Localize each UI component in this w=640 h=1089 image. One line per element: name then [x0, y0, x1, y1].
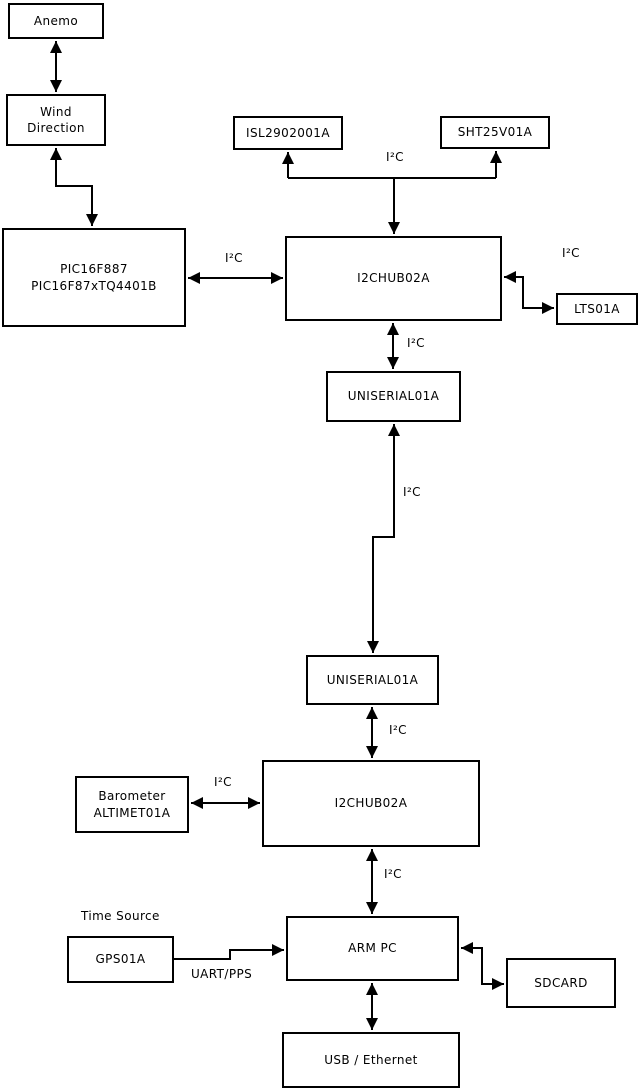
node-uniserial-bottom: UNISERIAL01A: [306, 655, 439, 705]
node-sdcard: SDCARD: [506, 958, 616, 1008]
edge-label-i2c-hub-uniserial: I²C: [407, 336, 425, 350]
node-uniserial-top-label: UNISERIAL01A: [347, 389, 440, 404]
node-barometer-label: Barometer ALTIMET01A: [93, 789, 171, 820]
node-sdcard-label: SDCARD: [534, 975, 588, 990]
node-i2c-hub-bottom: I2CHUB02A: [262, 760, 480, 847]
node-arm-pc-label: ARM PC: [348, 941, 397, 956]
node-i2c-hub-bottom-label: I2CHUB02A: [334, 796, 408, 811]
edge-label-i2c-uniserial-link: I²C: [403, 485, 421, 499]
node-sht25v01a: SHT25V01A: [440, 116, 550, 149]
node-gps01a-label: GPS01A: [95, 952, 146, 967]
node-sht25v01a-label: SHT25V01A: [457, 125, 533, 140]
edge-uniserial-top-uniserial-bottom: [367, 424, 400, 653]
node-wind-direction: Wind Direction: [6, 94, 106, 146]
node-lts01a: LTS01A: [556, 293, 638, 325]
edge-gps-arm-pc: [174, 944, 284, 960]
node-i2c-hub-top-label: I2CHUB02A: [357, 271, 430, 286]
node-usb-ethernet: USB / Ethernet: [282, 1032, 460, 1088]
node-usb-ethernet-label: USB / Ethernet: [324, 1052, 418, 1067]
node-uniserial-top: UNISERIAL01A: [326, 371, 461, 422]
node-wind-direction-label: Wind Direction: [27, 104, 85, 135]
node-pic16f887-label: PIC16F887 PIC16F87xTQ4401B: [31, 262, 157, 293]
edge-i2c-hub-top-lts: [504, 271, 554, 314]
node-isl2902001a-label: ISL2902001A: [246, 125, 330, 140]
edge-label-i2c-uniserial-hub: I²C: [389, 723, 407, 737]
node-uniserial-bottom-label: UNISERIAL01A: [326, 672, 419, 687]
node-lts01a-label: LTS01A: [574, 301, 620, 316]
node-anemo-label: Anemo: [33, 13, 79, 28]
node-pic16f887: PIC16F887 PIC16F87xTQ4401B: [2, 228, 186, 327]
node-anemo: Anemo: [8, 3, 104, 39]
edge-label-i2c-sensor-bus: I²C: [386, 150, 404, 164]
edge-label-i2c-barometer: I²C: [214, 775, 232, 789]
edge-label-i2c-hub-arm: I²C: [384, 867, 402, 881]
node-i2c-hub-top: I2CHUB02A: [285, 236, 502, 321]
edge-wind-direction-pic: [50, 148, 98, 226]
node-gps01a: GPS01A: [67, 936, 174, 983]
node-arm-pc: ARM PC: [286, 916, 459, 981]
node-isl2902001a: ISL2902001A: [233, 116, 343, 150]
node-barometer: Barometer ALTIMET01A: [75, 776, 189, 833]
edge-arm-pc-sdcard: [461, 942, 504, 990]
edge-label-i2c-pic-hub: I²C: [225, 251, 243, 265]
edge-label-i2c-hub-lts: I²C: [562, 246, 580, 260]
edge-label-uart-pps: UART/PPS: [191, 967, 253, 981]
time-source-label: Time Source: [81, 909, 160, 923]
